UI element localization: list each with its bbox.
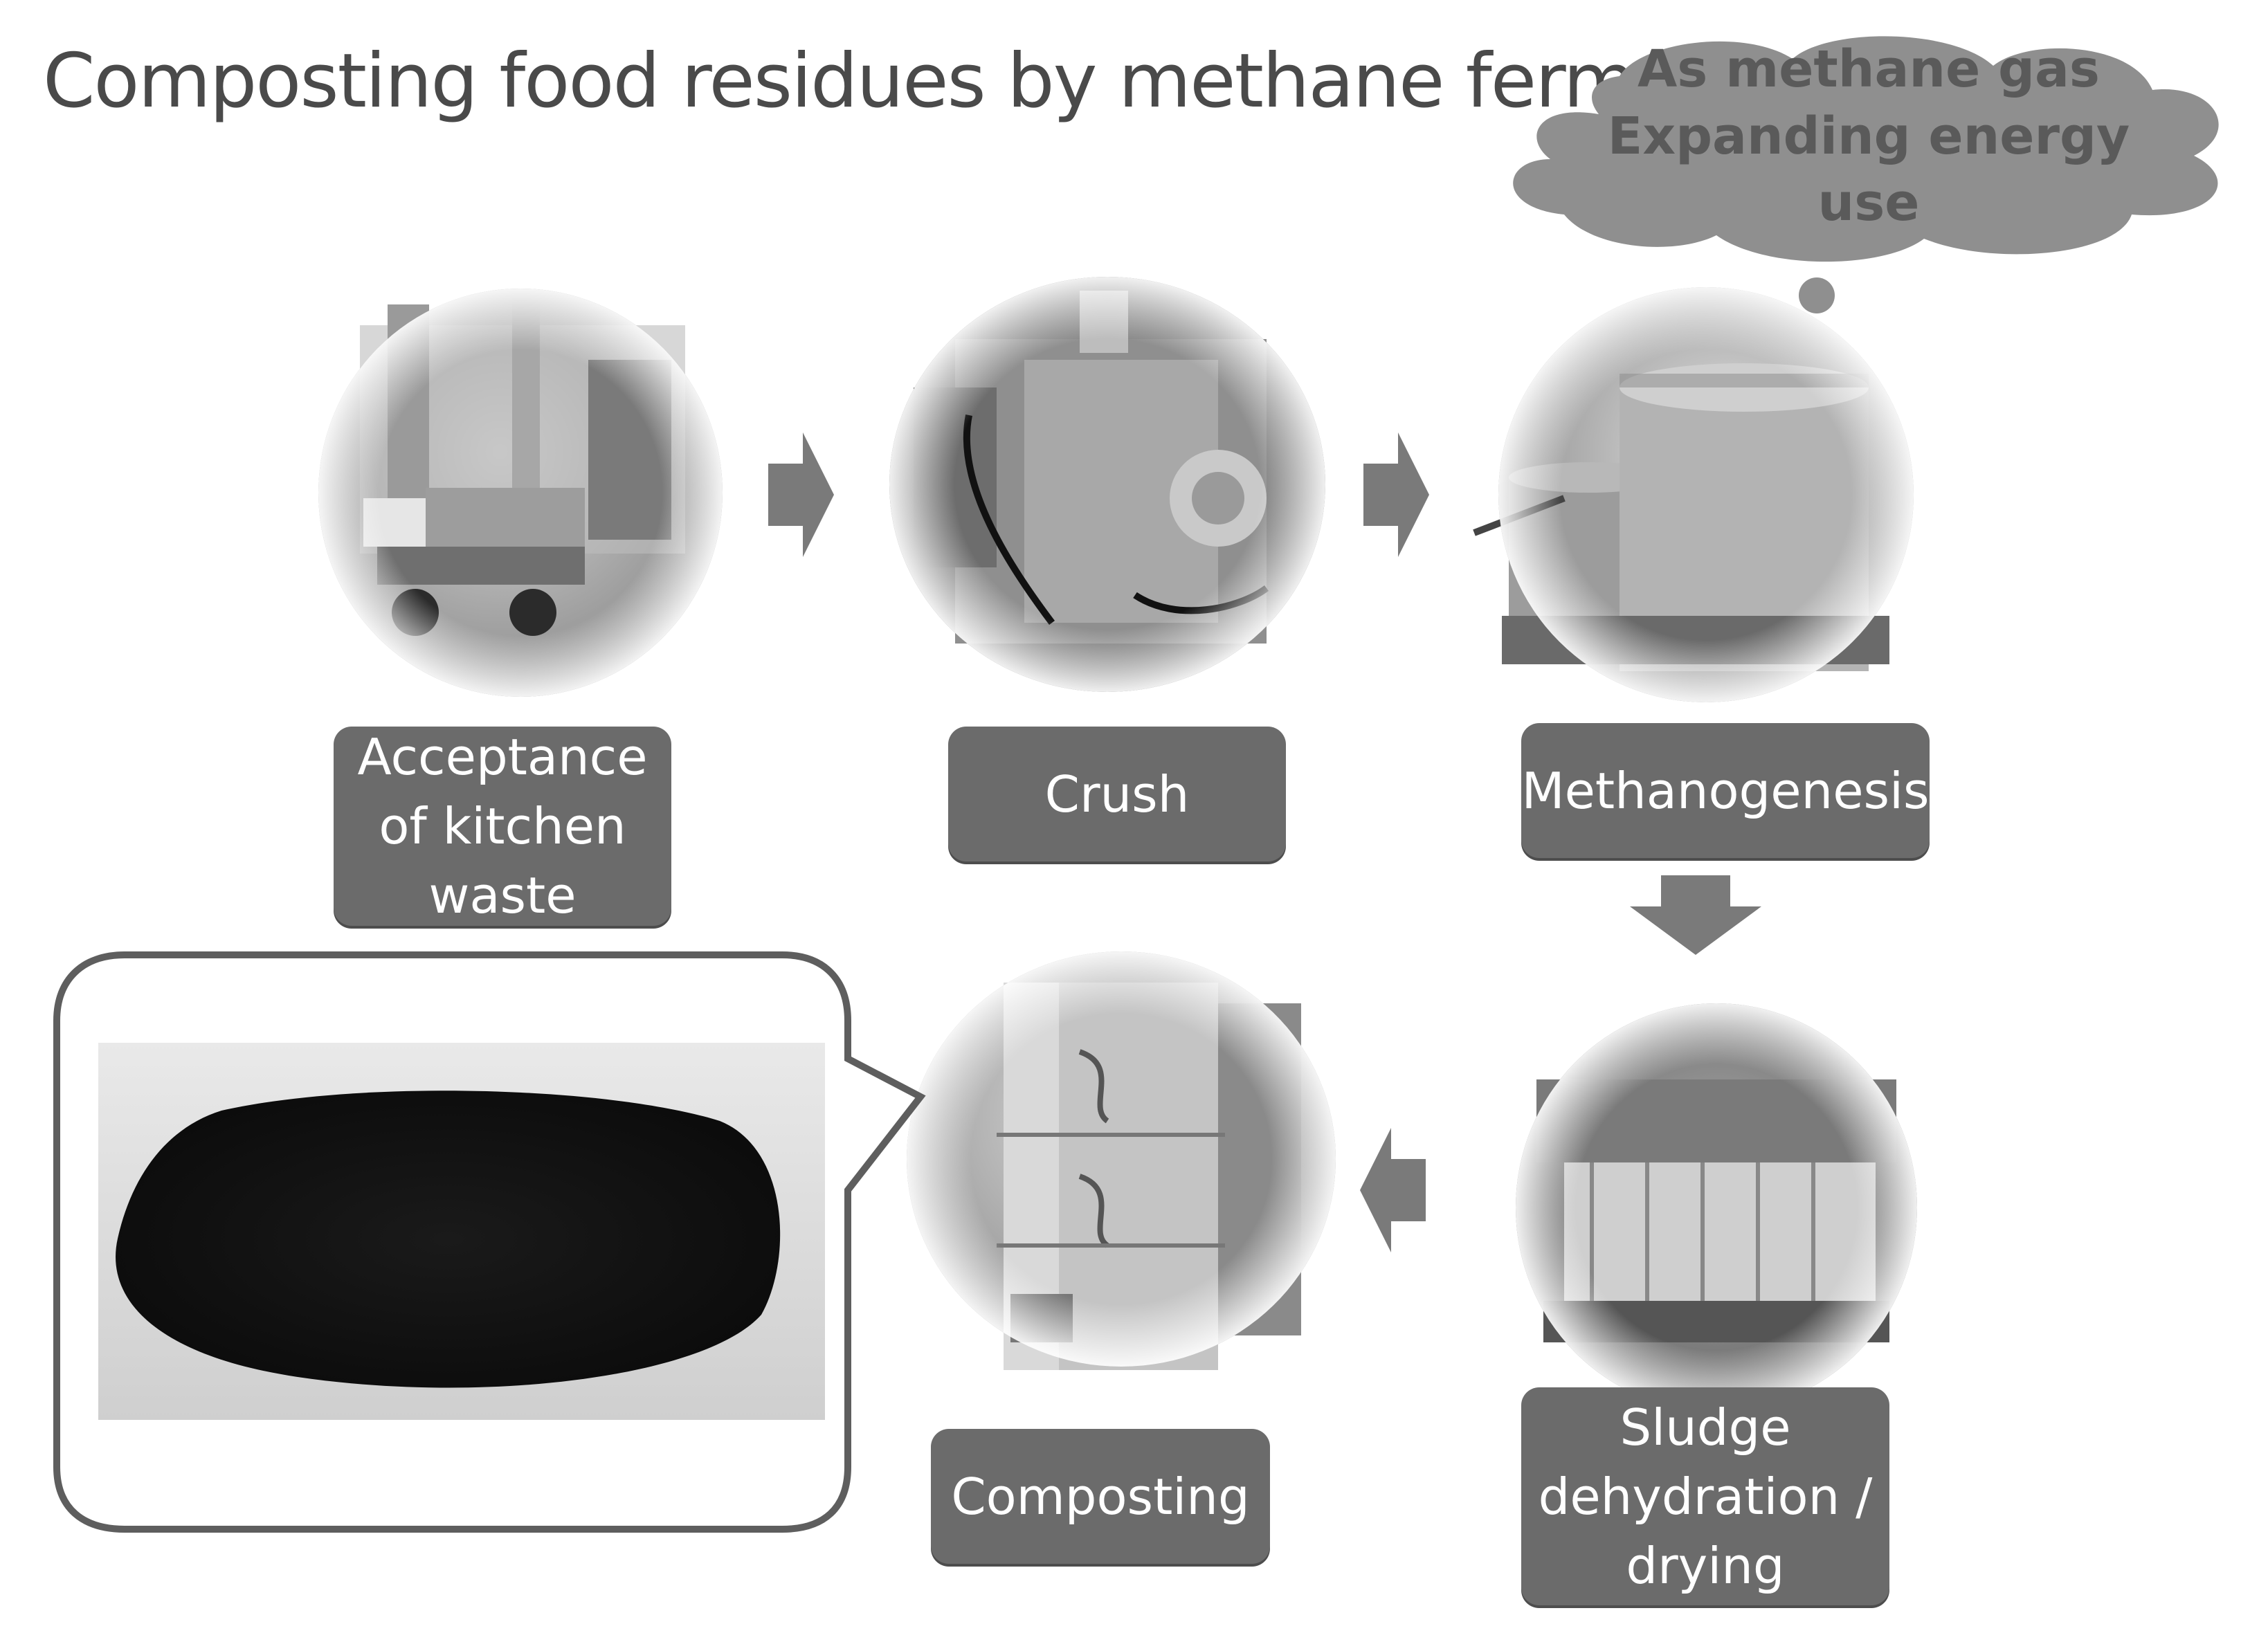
compost-pile [116,1091,781,1388]
arrow-left [1360,1128,1426,1252]
photo-composting [907,951,1336,1370]
arrow-right-2 [1363,432,1429,557]
cloud-line-2: Expanding energy [1608,107,2130,166]
label-acceptance-line-1: Acceptance [357,728,648,786]
label-acceptance: Acceptance of kitchen waste [334,727,671,926]
arrow-down [1630,875,1761,955]
label-sludge-line-3: drying [1626,1536,1785,1595]
label-crush: Crush [948,727,1286,861]
label-composting-line-1: Composting [951,1467,1250,1526]
label-sludge: Sludge dehydration / drying [1521,1387,1889,1605]
label-sludge-line-1: Sludge [1620,1398,1791,1457]
cloud-tail-bubble [1799,277,1835,313]
label-sludge-line-2: dehydration / [1538,1467,1873,1526]
photo-acceptance [318,289,723,697]
energy-cloud: As methane gas Expanding energy use [1513,36,2219,313]
cloud-line-3: use [1818,173,1920,232]
photo-methanogenesis [1473,287,1914,702]
compost-callout [53,951,926,1533]
cloud-line-1: As methane gas [1638,39,2100,99]
label-acceptance-line-2: of kitchen [379,797,626,855]
label-composting: Composting [931,1429,1270,1564]
label-methanogenesis-line-1: Methanogenesis [1521,761,1930,820]
label-methanogenesis: Methanogenesis [1521,723,1930,858]
photo-crush [889,277,1325,692]
arrow-right-1 [768,432,834,557]
label-acceptance-line-3: waste [428,866,577,924]
photo-sludge [1516,1003,1917,1412]
label-crush-line-1: Crush [1044,765,1190,823]
